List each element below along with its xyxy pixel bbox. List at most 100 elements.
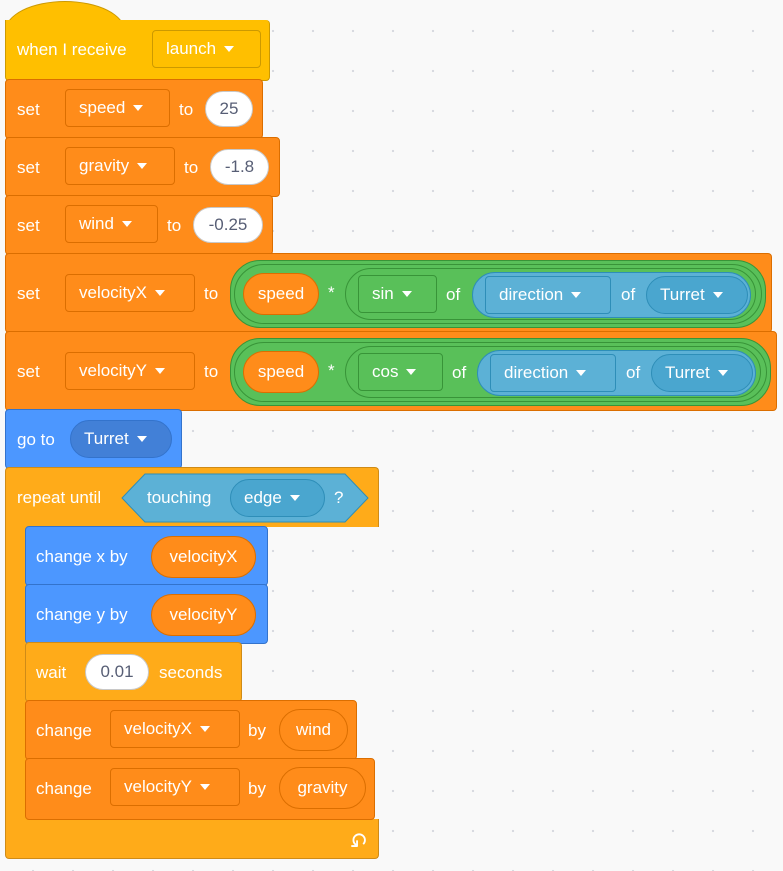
change-x-label: change x by [36,547,128,566]
dropdown-arrow-icon [289,495,300,501]
of-label: of [626,363,641,382]
dropdown-arrow-icon [406,369,417,375]
set-variable-block[interactable]: set wind to -0.25 [5,195,273,255]
go-to-label: go to [17,430,55,449]
variable-dropdown-velocityy[interactable]: velocityY [110,768,240,806]
variable-dropdown-speed[interactable]: speed [65,89,170,127]
math-function-value: sin [372,284,394,303]
speed-reporter[interactable]: speed [243,351,319,393]
math-function-dropdown[interactable]: cos [358,353,443,391]
variable-dropdown-value: wind [79,214,114,233]
change-variable-block[interactable]: change velocityX by wind [25,700,357,760]
to-label: to [204,284,219,303]
multiply-label: * [328,361,335,380]
dropdown-arrow-icon [133,105,144,111]
message-dropdown-value: launch [166,39,217,58]
operator-ring [234,342,767,402]
value-input[interactable]: 25 [205,91,253,127]
message-dropdown[interactable]: launch [152,30,261,68]
when-i-receive-block[interactable]: when I receive launch [5,20,270,81]
sprite-dropdown[interactable]: Turret [646,276,748,314]
to-label: to [179,100,194,119]
seconds-label: seconds [159,663,223,682]
change-y-label: change y by [36,605,128,624]
dropdown-arrow-icon [571,292,582,298]
value-input[interactable]: -0.25 [193,207,263,243]
go-to-block[interactable]: go to Turret [5,409,182,469]
dropdown-arrow-icon [200,726,211,732]
variable-dropdown-velocityy[interactable]: velocityY [65,352,195,390]
math-function-value: cos [372,362,399,381]
dropdown-arrow-icon [200,784,211,790]
wait-seconds-input[interactable]: 0.01 [85,654,149,690]
change-x-block[interactable]: change x by velocityX [25,526,268,586]
go-to-target-dropdown[interactable]: Turret [70,420,172,458]
by-label: by [248,721,266,740]
of-label: of [621,285,636,304]
of-label: of [452,363,467,382]
variable-dropdown-velocityx[interactable]: velocityX [110,710,240,748]
math-function-operator[interactable]: sin of direction of Turret [345,268,756,320]
variable-dropdown-value: velocityY [124,777,193,796]
multiply-operator[interactable]: speed * sin of direction of Turret [230,260,766,328]
set-label: set [17,362,40,381]
loop-arrow-icon: ↻ [349,827,368,852]
set-velocityx-block[interactable]: set velocityX to speed * sin of directio… [5,253,772,333]
sprite-value: Turret [660,285,705,304]
property-value: direction [499,285,564,304]
to-label: to [184,158,199,177]
sprite-value: Turret [665,363,710,382]
dropdown-arrow-icon [136,436,147,442]
repeat-until-footer: ↻ [5,819,379,859]
of-sprite-sensing[interactable]: direction of Turret [477,350,756,396]
dropdown-arrow-icon [137,163,148,169]
set-variable-block[interactable]: set gravity to -1.8 [5,137,280,197]
change-y-block[interactable]: change y by velocityY [25,584,268,644]
dropdown-arrow-icon [401,291,412,297]
gravity-reporter[interactable]: gravity [279,767,366,809]
dropdown-arrow-icon [576,370,587,376]
variable-dropdown-wind[interactable]: wind [65,205,158,243]
wind-reporter[interactable]: wind [279,709,348,751]
multiply-operator[interactable]: speed * cos of direction of Turret [230,338,771,406]
dropdown-arrow-icon [155,368,166,374]
repeat-until-block[interactable]: repeat until touching edge ? [5,467,379,527]
variable-dropdown-value: gravity [79,156,130,175]
dropdown-arrow-icon [224,46,235,52]
dropdown-arrow-icon [717,370,728,376]
set-label: set [17,158,40,177]
variable-dropdown-value: velocityX [124,719,193,738]
question-mark-label: ? [334,488,344,507]
velocityy-reporter[interactable]: velocityY [151,594,256,636]
dropdown-arrow-icon [712,292,723,298]
variable-dropdown-gravity[interactable]: gravity [65,147,175,185]
multiply-label: * [328,283,335,302]
value-input[interactable]: -1.8 [210,149,269,185]
property-dropdown[interactable]: direction [485,276,611,314]
touching-object-dropdown[interactable]: edge [230,479,325,517]
variable-dropdown-value: velocityX [79,283,148,302]
dropdown-arrow-icon [155,290,166,296]
of-sprite-sensing[interactable]: direction of Turret [472,272,751,318]
change-variable-block[interactable]: change velocityY by gravity [25,758,375,820]
touching-label: touching [147,488,212,507]
wait-block[interactable]: wait 0.01 seconds [25,642,242,702]
variable-dropdown-velocityx[interactable]: velocityX [65,274,195,312]
set-velocityy-block[interactable]: set velocityY to speed * cos of directio… [5,331,777,411]
to-label: to [167,216,182,235]
when-i-receive-label: when I receive [17,40,127,59]
change-label: change [36,779,92,798]
property-dropdown[interactable]: direction [490,354,616,392]
sprite-dropdown[interactable]: Turret [651,354,753,392]
set-label: set [17,284,40,303]
variable-dropdown-value: velocityY [79,361,148,380]
velocityx-reporter[interactable]: velocityX [151,536,256,578]
math-function-dropdown[interactable]: sin [358,275,437,313]
math-function-operator[interactable]: cos of direction of Turret [345,346,761,398]
set-variable-block[interactable]: set speed to 25 [5,79,263,139]
of-label: of [446,285,461,304]
speed-reporter[interactable]: speed [243,273,319,315]
property-value: direction [504,363,569,382]
go-to-target-value: Turret [84,429,129,448]
dropdown-arrow-icon [121,221,132,227]
